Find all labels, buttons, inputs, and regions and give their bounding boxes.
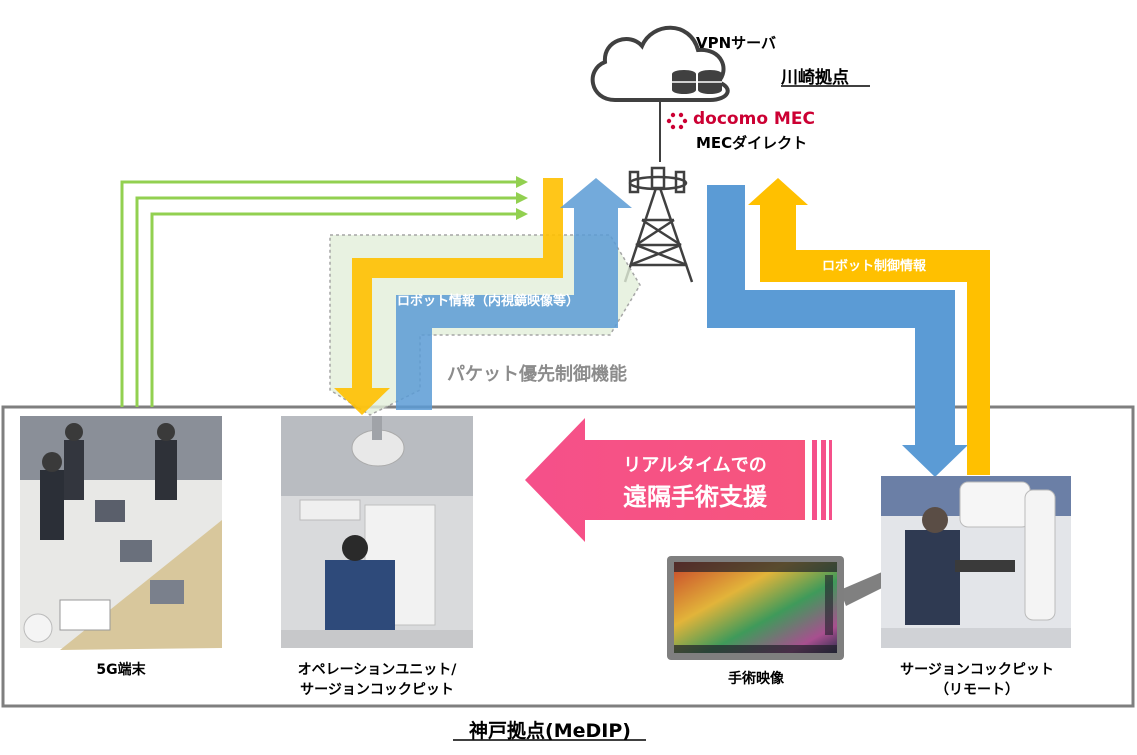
5g-terminal-label: 5G端末 — [96, 662, 146, 678]
vpn-server-label: VPNサーバ — [696, 34, 777, 52]
docomo-mec-label: docomo MEC — [693, 109, 815, 129]
remote-cockpit-photo — [881, 476, 1071, 648]
operation-unit-photo — [281, 416, 473, 648]
5g-arrowheads — [516, 176, 528, 220]
remote-cockpit-label-2: （リモート） — [935, 682, 1019, 698]
kawasaki-site-label: 川崎拠点 — [781, 68, 849, 88]
yellow-flow-down-arrow — [334, 178, 563, 415]
remote-cockpit-label-1: サージョンコックピット — [900, 662, 1054, 678]
5g-terminal-photo — [20, 416, 222, 650]
mec-direct-label: MECダイレクト — [696, 134, 808, 152]
packet-priority-label: パケット優先制御機能 — [447, 364, 627, 385]
kobe-site-label: 神戸拠点(MeDIP) — [469, 720, 631, 742]
surgical-video-monitor — [667, 556, 882, 660]
site-frame — [1, 405, 1135, 708]
robot-info-label: ロボット情報（内視鏡映像等） — [397, 294, 580, 309]
docomo-logo-icon — [666, 112, 688, 130]
surgical-video-label: 手術映像 — [728, 671, 784, 687]
blue-flow-up-arrow — [396, 178, 632, 410]
operation-unit-label-2: サージョンコックピット — [300, 682, 454, 698]
realtime-label-line1: リアルタイムでの — [623, 455, 767, 476]
blue-flow-down-arrow — [707, 185, 968, 477]
realtime-support-arrow — [525, 418, 832, 542]
robot-control-label: ロボット制御情報 — [822, 259, 927, 274]
cell-tower-icon — [623, 166, 694, 283]
yellow-flow-up-arrow — [748, 178, 990, 475]
database-icon — [672, 70, 722, 94]
operation-unit-label-1: オペレーションユニット/ — [297, 662, 457, 678]
realtime-label-line2: 遠隔手術支援 — [623, 483, 767, 511]
5g-data-lines — [120, 180, 520, 407]
